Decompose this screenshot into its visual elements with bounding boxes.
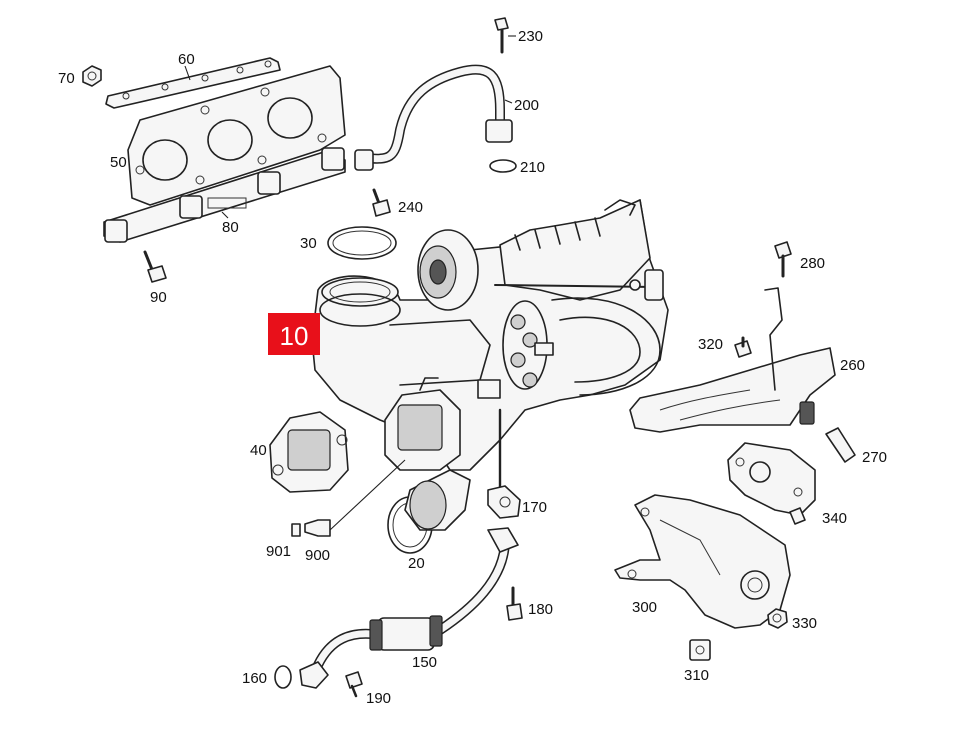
callout-340: 340 (822, 510, 847, 527)
part-70-nut[interactable] (82, 65, 102, 87)
part-40-actuator[interactable] (269, 411, 349, 493)
callout-90: 90 (150, 289, 167, 306)
part-900-valve[interactable] (384, 377, 461, 471)
callout-70: 70 (58, 70, 75, 87)
part-901-connector-pin[interactable] (291, 519, 331, 537)
part-90-bolt[interactable] (143, 250, 167, 283)
part-300-shield[interactable] (614, 494, 791, 629)
callout-180: 180 (528, 601, 553, 618)
part-260-heat-shield[interactable] (629, 287, 836, 433)
highlight-label-10[interactable]: 10 (268, 313, 320, 355)
callout-900: 900 (305, 547, 330, 564)
leader-900 (329, 459, 406, 531)
part-50-manifold-gasket[interactable] (127, 65, 346, 206)
part-180-bolt[interactable] (506, 586, 523, 621)
callout-901: 901 (266, 543, 291, 560)
callout-190: 190 (366, 690, 391, 707)
callout-330: 330 (792, 615, 817, 632)
part-230-bolt[interactable] (494, 17, 509, 54)
callout-200: 200 (514, 97, 539, 114)
highlight-box (268, 313, 320, 355)
part-80-heat-shield-strip[interactable] (103, 147, 346, 243)
leader-200 (504, 99, 513, 104)
part-190-bolt[interactable] (345, 671, 363, 698)
part-30-gasket-ring[interactable] (327, 226, 397, 260)
callout-20: 20 (408, 555, 425, 572)
part-270-sensor[interactable] (799, 401, 856, 463)
part-210-o-ring[interactable] (489, 159, 517, 173)
callout-320: 320 (698, 336, 723, 353)
part-200-oil-line[interactable] (354, 64, 513, 171)
part-240-bolt[interactable] (372, 188, 391, 217)
callout-160: 160 (242, 670, 267, 687)
callout-300: 300 (632, 599, 657, 616)
part-170-gasket[interactable] (487, 485, 521, 519)
highlight-text: 10 (280, 321, 309, 351)
callout-310: 310 (684, 667, 709, 684)
callout-240: 240 (398, 199, 423, 216)
callout-60: 60 (178, 51, 195, 68)
callout-270: 270 (862, 449, 887, 466)
part-310-clip[interactable] (689, 639, 711, 661)
callout-260: 260 (840, 357, 865, 374)
leader-80 (221, 211, 229, 219)
callout-150: 150 (412, 654, 437, 671)
callout-50: 50 (110, 154, 127, 171)
callout-280: 280 (800, 255, 825, 272)
callout-230: 230 (518, 28, 543, 45)
part-330-nut[interactable] (767, 608, 788, 629)
part-160-o-ring[interactable] (274, 661, 329, 689)
callout-170: 170 (522, 499, 547, 516)
callout-210: 210 (520, 159, 545, 176)
callout-40: 40 (250, 442, 267, 459)
leader-60 (184, 65, 191, 81)
part-150-oil-return-line[interactable] (313, 527, 519, 670)
callout-30: 30 (300, 235, 317, 252)
part-10-turbocharger[interactable] (311, 199, 669, 492)
part-340-bracket[interactable] (727, 442, 816, 525)
part-60-gasket-strip[interactable] (105, 57, 281, 109)
part-280-bolt[interactable] (774, 241, 792, 278)
part-320-bolt[interactable] (734, 336, 752, 358)
callout-80: 80 (222, 219, 239, 236)
outlet-elbow[interactable] (404, 469, 471, 531)
